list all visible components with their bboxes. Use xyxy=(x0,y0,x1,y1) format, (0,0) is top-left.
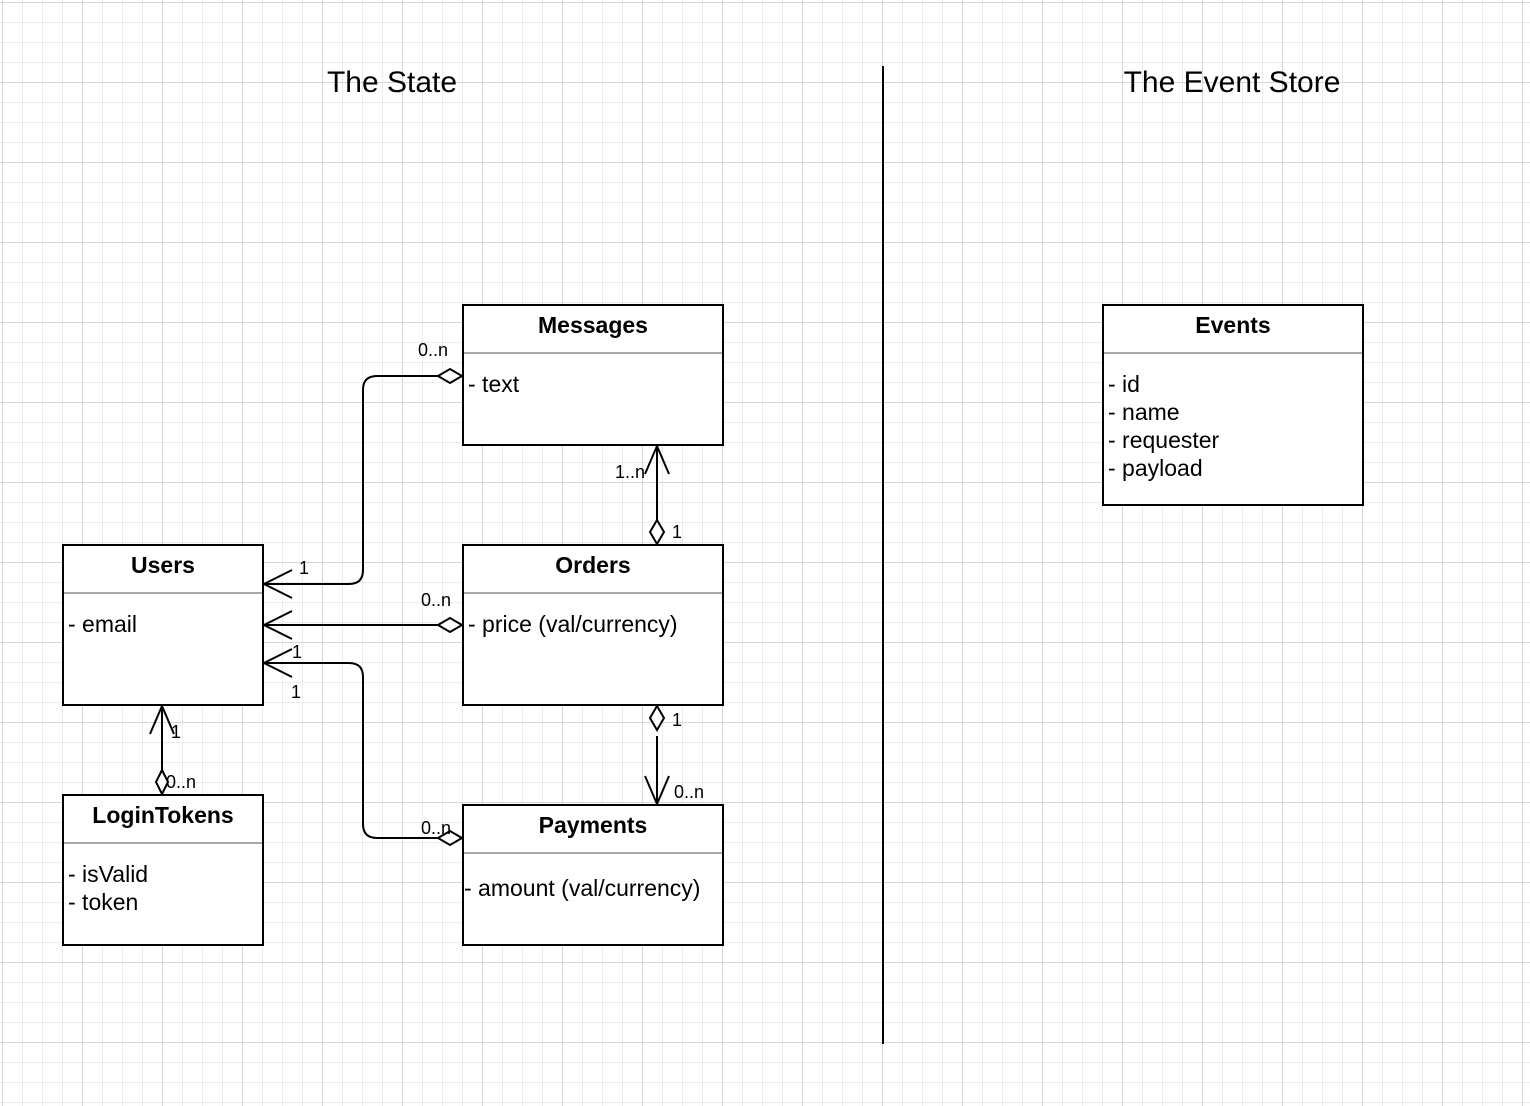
multiplicity-label: 1 xyxy=(672,710,683,730)
attribute: - amount (val/currency) xyxy=(464,875,701,901)
class-users-attributes: - email xyxy=(64,594,262,638)
class-users[interactable]: Users - email xyxy=(62,544,264,706)
diamond-payments-users xyxy=(436,829,464,847)
class-users-name: Users xyxy=(131,552,195,578)
class-events[interactable]: Events - id - name - requester - payload xyxy=(1102,304,1364,506)
class-login-tokens[interactable]: LoginTokens - isValid - token xyxy=(62,794,264,946)
multiplicity-label: 1 xyxy=(291,682,302,702)
multiplicity-label: 0..n xyxy=(166,772,197,792)
class-login-tokens-name: LoginTokens xyxy=(92,802,234,828)
class-messages-name: Messages xyxy=(538,312,648,338)
class-login-tokens-divider xyxy=(64,842,262,844)
attribute: - text xyxy=(468,371,520,397)
multiplicity-label: 1 xyxy=(299,558,310,578)
attribute: - name xyxy=(1108,399,1180,425)
arrowhead-orders-users xyxy=(261,610,293,640)
diamond-orders-payments xyxy=(648,704,666,732)
arrowhead-orders-messages xyxy=(644,443,670,475)
class-orders[interactable]: Orders - price (val/currency) xyxy=(462,544,724,706)
class-events-name: Events xyxy=(1195,312,1271,338)
attribute: - id xyxy=(1108,371,1140,397)
diamond-orders-users xyxy=(436,616,464,634)
class-messages-attributes: - text xyxy=(464,354,722,398)
connector-messages-users xyxy=(264,375,438,585)
class-payments-attributes: - amount (val/currency) xyxy=(464,854,722,902)
diamond-messages-users xyxy=(436,367,464,385)
class-orders-name: Orders xyxy=(555,552,631,578)
attribute: - requester xyxy=(1108,427,1220,453)
class-events-attributes: - id - name - requester - payload xyxy=(1104,354,1362,482)
class-orders-divider xyxy=(464,592,722,594)
class-events-divider xyxy=(1104,352,1362,354)
class-messages[interactable]: Messages - text xyxy=(462,304,724,446)
class-login-tokens-attributes: - isValid - token xyxy=(64,844,262,916)
attribute: - payload xyxy=(1108,455,1203,481)
attribute: - price (val/currency) xyxy=(468,611,678,637)
diamond-orders-messages xyxy=(648,518,666,546)
class-users-divider xyxy=(64,592,262,594)
class-payments[interactable]: Payments - amount (val/currency) xyxy=(462,804,724,946)
multiplicity-label: 1..n xyxy=(615,462,646,482)
class-messages-divider xyxy=(464,352,722,354)
connector-payments-users xyxy=(264,662,438,839)
multiplicity-label: 0..n xyxy=(421,590,452,610)
diamond-tokens-users xyxy=(154,767,170,797)
multiplicity-label: 0..n xyxy=(421,818,452,838)
class-payments-divider xyxy=(464,852,722,854)
multiplicity-label: 1 xyxy=(672,522,683,542)
class-orders-attributes: - price (val/currency) xyxy=(464,594,722,638)
section-title-event-store: The Event Store xyxy=(1123,66,1341,99)
section-title-state: The State xyxy=(326,66,458,99)
multiplicity-label: 1 xyxy=(292,642,303,662)
multiplicity-label: 0..n xyxy=(674,782,705,802)
arrowhead-tokens-users xyxy=(149,703,175,735)
arrowhead-messages-users xyxy=(261,569,293,599)
multiplicity-label: 0..n xyxy=(418,340,449,360)
multiplicity-label: 1 xyxy=(171,722,182,742)
attribute: - email xyxy=(68,611,138,637)
attribute: - isValid xyxy=(68,861,149,887)
attribute: - token xyxy=(68,889,139,915)
class-payments-name: Payments xyxy=(538,812,648,838)
arrowhead-payments-users xyxy=(261,648,293,678)
